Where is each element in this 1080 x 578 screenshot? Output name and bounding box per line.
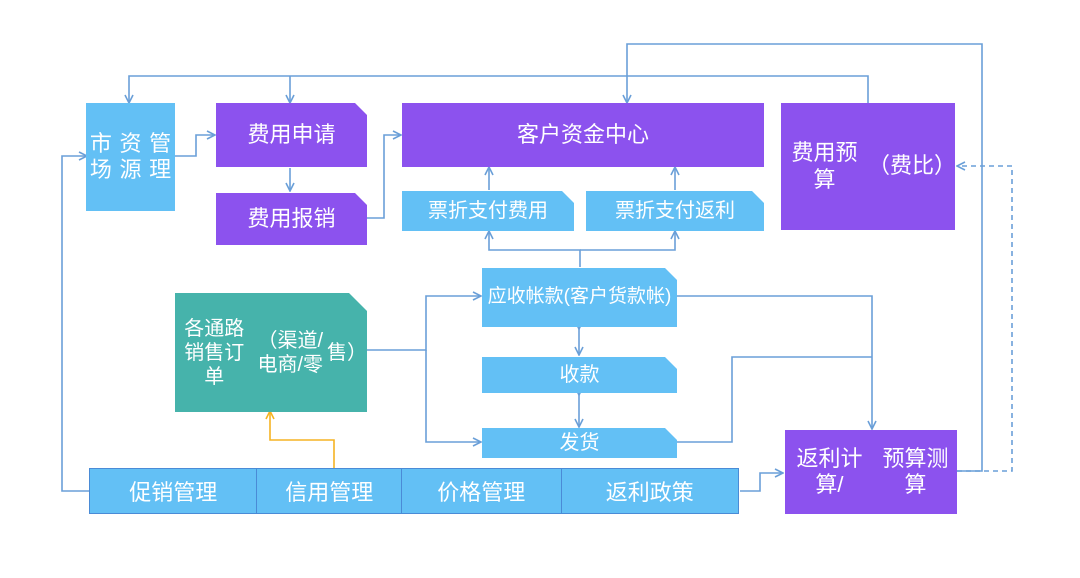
shipment-label: 发货: [559, 432, 600, 454]
market-line-2: 资源: [119, 130, 142, 182]
credit-mgmt: 信用管理: [257, 469, 403, 513]
market-line-1: 市场: [89, 130, 112, 182]
fund-center-label: 客户资金中心: [516, 121, 649, 147]
fee-budget-node: 费用预算 （费比）: [781, 103, 957, 230]
line-bar-rebate: [740, 473, 782, 492]
bill-fee-label: 票折支付费用: [428, 200, 548, 222]
market-line-3: 管理: [149, 130, 172, 182]
bill-rebate-node: 票折支付返利: [586, 191, 764, 231]
orders-line-3: 售）: [327, 341, 367, 364]
line-rebate-budget-dashed: [957, 166, 1013, 472]
fee-budget-line-1: 费用预算: [791, 140, 858, 192]
line-orders-split: [367, 296, 480, 351]
rebate-policy: 返利政策: [605, 480, 694, 505]
line-bar-market: [61, 156, 89, 492]
management-bar: 促销管理 信用管理 价格管理 返利政策: [89, 468, 739, 514]
line-budget-top: [129, 75, 869, 103]
fee-reimburse-node: 费用报销: [216, 193, 367, 245]
fee-apply-label: 费用申请: [247, 121, 336, 147]
shipment-node: 发货: [482, 428, 677, 458]
line-recv-bills: [489, 232, 581, 267]
receivable-line-1: 应收帐款: [487, 286, 564, 308]
bill-rebate-label: 票折支付返利: [615, 200, 735, 222]
collection-node: 收款: [482, 357, 677, 393]
rebate-calc-line-2: 预算测算: [882, 445, 949, 497]
orders-line-2: （渠道/电商/零: [257, 329, 324, 376]
line-market-apply: [175, 135, 214, 157]
line-rebate-to-fund: [627, 43, 983, 472]
bill-fee-node: 票折支付费用: [402, 191, 574, 231]
promotion-mgmt: 促销管理: [90, 469, 258, 513]
fee-apply-node: 费用申请: [216, 103, 367, 167]
orders-line-1: 各通路销售订单: [184, 317, 245, 388]
line-ship-rebate: [677, 356, 872, 443]
rebate-calc-node: 返利计算/ 预算测算: [785, 430, 957, 514]
fee-budget-line-2: （费比）: [868, 153, 957, 179]
sales-orders-node: 各通路销售订单 （渠道/电商/零 售）: [175, 293, 367, 412]
fund-center-node: 客户资金中心: [402, 103, 764, 167]
receivable-node: 应收帐款 (客户货款帐): [482, 268, 677, 327]
collection-label: 收款: [559, 364, 600, 386]
receivable-line-2: (客户货款帐): [563, 286, 672, 308]
line-reimburse-fund: [367, 135, 400, 219]
rebate-calc-line-1: 返利计算/: [796, 445, 863, 497]
line-orders-ship: [425, 350, 480, 442]
line-credit-orders: [270, 412, 335, 468]
line-recv-rebate: [677, 295, 872, 428]
market-resource-node: 市场 资源 管理: [86, 103, 175, 211]
price-mgmt: 价格管理: [402, 469, 562, 513]
fee-reimburse-label: 费用报销: [247, 205, 336, 231]
line-recv-billrebate: [580, 232, 675, 251]
